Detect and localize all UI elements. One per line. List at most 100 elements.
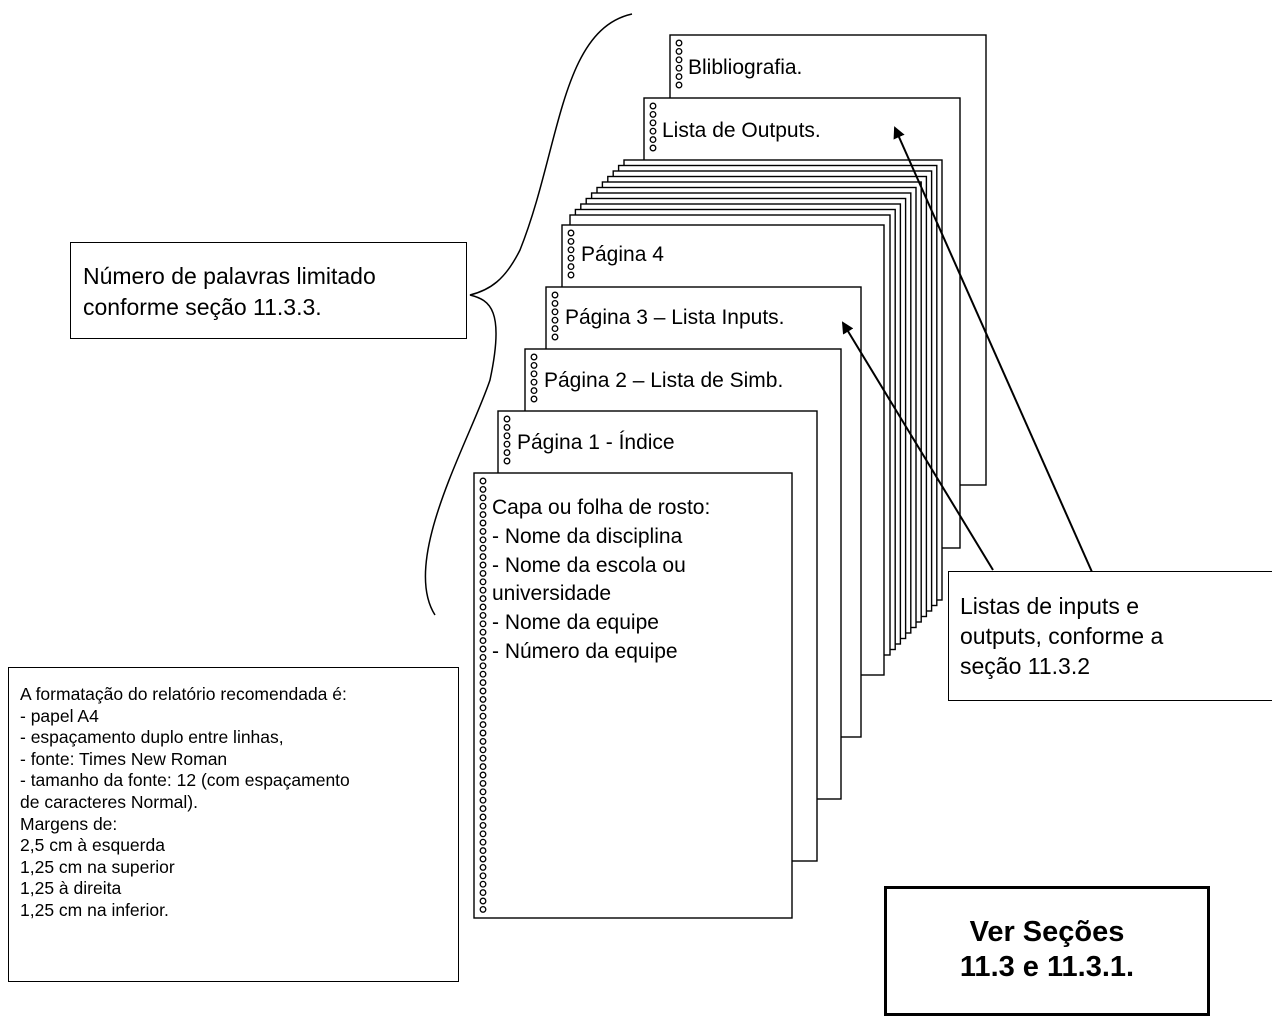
- binding-hole: [479, 763, 487, 771]
- binding-hole: [503, 432, 511, 440]
- page-3-label: Página 3 – Lista Inputs.: [565, 306, 785, 329]
- binding-hole: [503, 423, 511, 431]
- binding-hole: [567, 263, 575, 271]
- binding-hole: [479, 872, 487, 880]
- binding-hole: [479, 863, 487, 871]
- binding-holes: [675, 39, 683, 89]
- binding-hole: [530, 370, 538, 378]
- binding-hole: [479, 544, 487, 552]
- binding-hole: [479, 578, 487, 586]
- binding-hole: [479, 502, 487, 510]
- callout-line: Número de palavras limitado: [83, 263, 376, 289]
- callout-line: de caracteres Normal).: [20, 791, 198, 812]
- binding-holes: [551, 291, 559, 341]
- binding-hole: [567, 246, 575, 254]
- binding-hole: [479, 595, 487, 603]
- binding-hole: [649, 127, 657, 135]
- binding-hole: [479, 905, 487, 913]
- binding-hole: [530, 361, 538, 369]
- binding-hole: [479, 561, 487, 569]
- page-1-label: Página 1 - Índice: [517, 431, 675, 454]
- binding-hole: [567, 237, 575, 245]
- see-sections-callout: Ver Seções 11.3 e 11.3.1.: [884, 886, 1210, 1016]
- callout-line: Listas de inputs e: [960, 593, 1140, 619]
- page-bibliografia-label: Blibliografia.: [688, 56, 802, 79]
- word-limit-callout: Número de palavras limitado conforme seç…: [70, 242, 467, 339]
- callout-line: seção 11.3.2: [960, 653, 1091, 679]
- binding-hole: [503, 449, 511, 457]
- callout-line: outputs, conforme a: [960, 623, 1164, 649]
- arrow-to-inputs: [841, 321, 994, 571]
- curly-brace: [424, 13, 633, 616]
- page-2-label: Página 2 – Lista de Simb.: [544, 369, 783, 392]
- binding-hole: [479, 536, 487, 544]
- binding-hole: [530, 353, 538, 361]
- callout-line: Margens de:: [20, 813, 118, 834]
- binding-hole: [479, 477, 487, 485]
- binding-hole: [551, 316, 559, 324]
- binding-holes: [530, 353, 538, 403]
- binding-hole: [479, 712, 487, 720]
- cover-line: - Nome da equipe: [492, 611, 659, 634]
- binding-holes: [503, 415, 511, 465]
- callout-line: - espaçamento duplo entre linhas,: [20, 727, 284, 748]
- binding-hole: [479, 586, 487, 594]
- binding-hole: [479, 637, 487, 645]
- binding-hole: [675, 64, 683, 72]
- binding-hole: [567, 271, 575, 279]
- binding-hole: [479, 880, 487, 888]
- callout-line: 1,25 cm na inferior.: [20, 899, 169, 920]
- binding-hole: [479, 485, 487, 493]
- binding-hole: [479, 796, 487, 804]
- lists-callout: Listas de inputs e outputs, conforme a s…: [948, 571, 1272, 701]
- binding-hole: [479, 620, 487, 628]
- binding-hole: [530, 387, 538, 395]
- page-outputs-label: Lista de Outputs.: [662, 119, 821, 142]
- binding-hole: [479, 821, 487, 829]
- cover-line: - Número da equipe: [492, 640, 678, 663]
- binding-hole: [479, 830, 487, 838]
- binding-hole: [479, 603, 487, 611]
- binding-hole: [649, 136, 657, 144]
- callout-line: conforme seção 11.3.3.: [83, 294, 322, 320]
- cover-line: Capa ou folha de rosto:: [492, 496, 710, 519]
- callout-line: 2,5 cm à esquerda: [20, 835, 165, 856]
- binding-hole: [479, 889, 487, 897]
- binding-hole: [479, 813, 487, 821]
- cover-line: - Nome da escola ou: [492, 554, 686, 577]
- binding-hole: [479, 695, 487, 703]
- binding-hole: [479, 569, 487, 577]
- binding-hole: [530, 395, 538, 403]
- binding-hole: [567, 229, 575, 237]
- callout-line: 1,25 à direita: [20, 878, 122, 899]
- binding-hole: [675, 47, 683, 55]
- binding-hole: [649, 144, 657, 152]
- binding-hole: [479, 645, 487, 653]
- binding-hole: [479, 611, 487, 619]
- binding-hole: [479, 553, 487, 561]
- formatting-callout: A formatação do relatório recomendada é:…: [8, 667, 459, 982]
- binding-hole: [479, 897, 487, 905]
- binding-hole: [551, 291, 559, 299]
- binding-holes: [567, 229, 575, 279]
- binding-hole: [479, 779, 487, 787]
- binding-hole: [479, 494, 487, 502]
- callout-line: - tamanho da fonte: 12 (com espaçamento: [20, 770, 350, 791]
- binding-hole: [479, 527, 487, 535]
- callout-line: - papel A4: [20, 705, 99, 726]
- binding-hole: [479, 687, 487, 695]
- callout-line: A formatação do relatório recomendada é:: [20, 684, 347, 704]
- binding-hole: [479, 519, 487, 527]
- binding-holes: [649, 102, 657, 152]
- binding-hole: [675, 39, 683, 47]
- binding-hole: [479, 511, 487, 519]
- binding-hole: [551, 333, 559, 341]
- binding-hole: [503, 415, 511, 423]
- page-cover: Capa ou folha de rosto: - Nome da discip…: [473, 472, 793, 919]
- binding-hole: [479, 670, 487, 678]
- binding-hole: [675, 81, 683, 89]
- binding-hole: [649, 119, 657, 127]
- binding-hole: [551, 308, 559, 316]
- callout-line: 1,25 cm na superior: [20, 856, 175, 877]
